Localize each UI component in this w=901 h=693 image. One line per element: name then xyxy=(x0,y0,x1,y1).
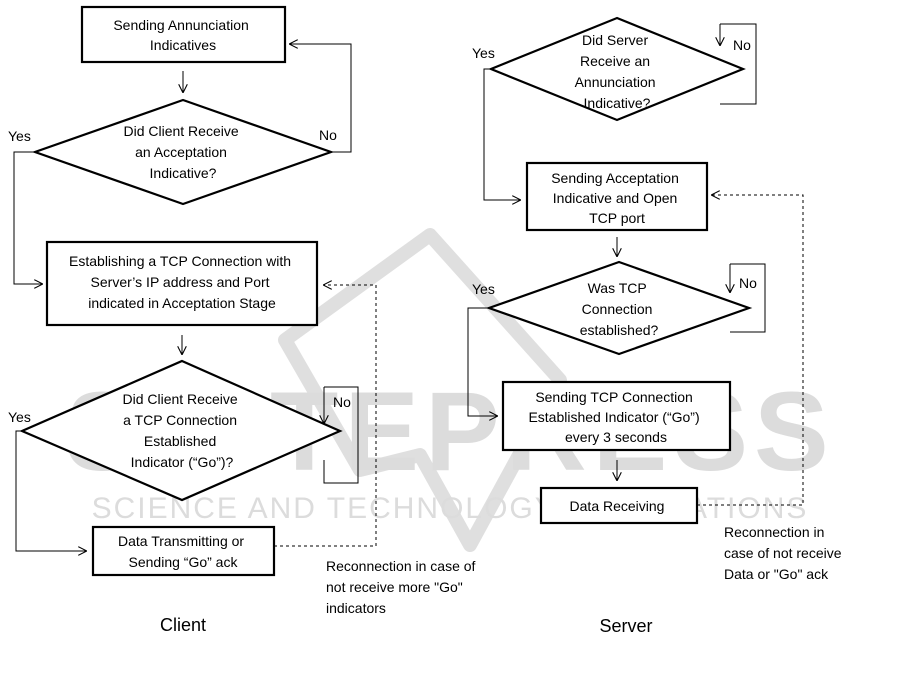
client-no-loop-2-return xyxy=(323,386,359,484)
server-annunciation-decision-label: Did Server Receive an Annunciation Indic… xyxy=(575,32,660,111)
server-yes-label-2: Yes xyxy=(472,281,495,297)
server-tcp-decision xyxy=(485,260,753,356)
client-sending-annunciation-label: Sending Annunciation Indicatives xyxy=(113,17,252,53)
client-go-decision-label: Did Client Receive a TCP Connection Esta… xyxy=(122,391,241,470)
server-no-label-1: No xyxy=(733,37,751,53)
server-reconnection-path xyxy=(697,195,804,506)
server-sending-go-label: Sending TCP Connection Established Indic… xyxy=(528,389,703,445)
client-no-label-1: No xyxy=(319,127,337,143)
client-no-label-2: No xyxy=(333,394,351,410)
client-reconnection-path xyxy=(274,285,377,547)
client-go-decision xyxy=(19,359,343,502)
client-data-transmitting-box xyxy=(91,525,276,577)
server-annunciation-decision xyxy=(488,16,746,122)
client-establishing-tcp-label: Establishing a TCP Connection with Serve… xyxy=(69,253,295,311)
server-data-receiving-box xyxy=(539,486,699,525)
client-yes-label-2: Yes xyxy=(8,409,31,425)
client-reconnection-note: Reconnection in case of not receive more… xyxy=(326,558,479,616)
server-no-loop-1-return xyxy=(720,23,757,105)
server-caption: Server xyxy=(599,616,652,636)
watermark-small: SCIENCE AND TECHNOLOGY PUBLICATIONS xyxy=(92,492,809,525)
watermark-logo xyxy=(278,228,567,552)
client-acceptation-decision xyxy=(31,98,335,206)
server-data-receiving-label: Data Receiving xyxy=(570,498,665,514)
client-flow: Sending Annunciation Indicatives Did Cli… xyxy=(8,5,479,635)
server-tcp-decision-label: Was TCP Connection established? xyxy=(580,280,659,338)
server-yes-path-2 xyxy=(467,307,497,416)
client-no-loop-1 xyxy=(290,44,352,153)
client-yes-path-2 xyxy=(15,430,86,551)
server-flow: Did Server Receive an Annunciation Indic… xyxy=(467,16,845,636)
client-yes-path-1 xyxy=(13,151,42,284)
server-yes-path-1 xyxy=(483,68,520,200)
server-sending-acceptation-label: Sending Acceptation Indicative and Open … xyxy=(551,170,683,226)
client-yes-label-1: Yes xyxy=(8,128,31,144)
server-no-loop-2-return xyxy=(730,263,766,333)
server-no-label-2: No xyxy=(739,275,757,291)
client-sending-annunciation-box xyxy=(80,5,287,64)
server-sending-acceptation-box xyxy=(525,161,709,232)
server-reconnection-note: Reconnection in case of not receive Data… xyxy=(724,524,845,582)
client-establishing-tcp-box xyxy=(45,240,319,327)
server-sending-go-box xyxy=(501,380,732,452)
client-caption: Client xyxy=(160,615,206,635)
client-data-transmitting-label: Data Transmitting or Sending “Go” ack xyxy=(118,533,248,570)
client-acceptation-decision-label: Did Client Receive an Acceptation Indica… xyxy=(123,123,242,181)
server-yes-label-1: Yes xyxy=(472,45,495,61)
